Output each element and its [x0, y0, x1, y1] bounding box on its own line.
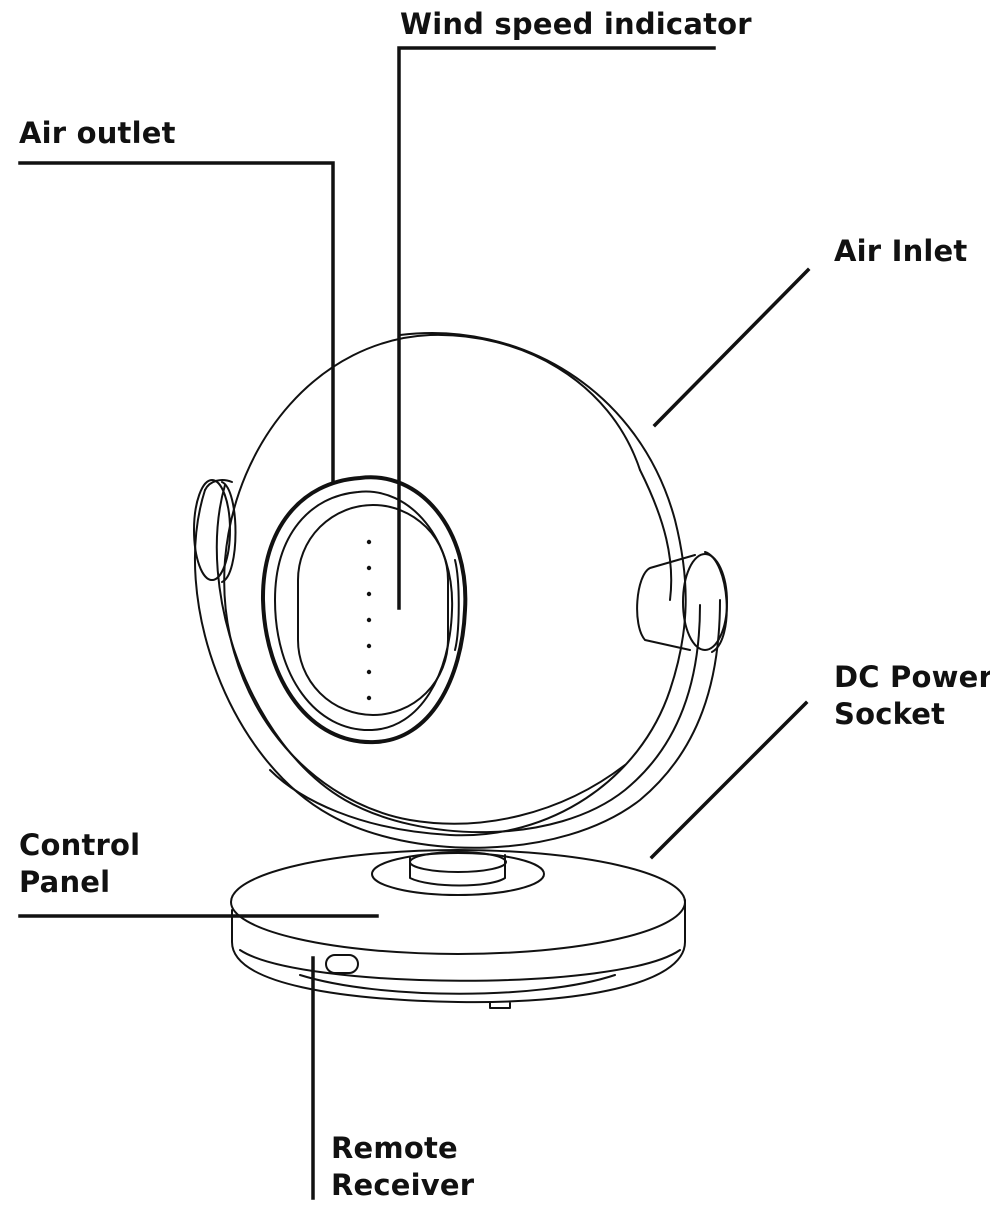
- leader-air-outlet: [18, 161, 335, 484]
- leader-wind-speed: [397, 46, 716, 610]
- right-hub: [636, 551, 728, 653]
- air-outlet: [260, 475, 468, 745]
- label-control-panel: Control Panel: [19, 827, 140, 901]
- indicator-dot: [366, 617, 372, 623]
- remote-receiver-window: [325, 954, 359, 974]
- fan-base: [230, 849, 686, 1009]
- label-control-line2: Panel: [19, 865, 111, 899]
- left-hub: [193, 479, 237, 583]
- label-air-inlet: Air Inlet: [834, 233, 968, 270]
- label-air-outlet-text: Air outlet: [19, 116, 176, 150]
- label-air-inlet-text: Air Inlet: [834, 234, 968, 268]
- wind-speed-indicator: [366, 539, 372, 701]
- label-dc-power-line2: Socket: [834, 697, 946, 731]
- leader-dc-power: [649, 700, 809, 860]
- label-control-line1: Control: [19, 828, 141, 862]
- label-remote-receiver: Remote Receiver: [331, 1130, 474, 1204]
- label-wind-speed-text: Wind speed indicator: [400, 7, 752, 41]
- label-dc-power-line1: DC Power: [834, 660, 990, 694]
- label-remote-line2: Receiver: [331, 1168, 475, 1202]
- indicator-dot: [366, 643, 372, 649]
- label-dc-power-socket: DC Power Socket: [834, 659, 990, 733]
- label-air-outlet: Air outlet: [19, 115, 176, 152]
- indicator-dot: [366, 591, 372, 597]
- fan-body: [223, 332, 687, 837]
- label-wind-speed-indicator: Wind speed indicator: [400, 6, 752, 43]
- leader-lines: [18, 46, 811, 1200]
- fan-neck: [409, 851, 507, 887]
- indicator-dot: [366, 695, 372, 701]
- leader-air-inlet: [652, 267, 811, 428]
- indicator-dot: [366, 669, 372, 675]
- indicator-dot: [366, 565, 372, 571]
- indicator-dot: [366, 539, 372, 545]
- label-remote-line1: Remote: [331, 1131, 458, 1165]
